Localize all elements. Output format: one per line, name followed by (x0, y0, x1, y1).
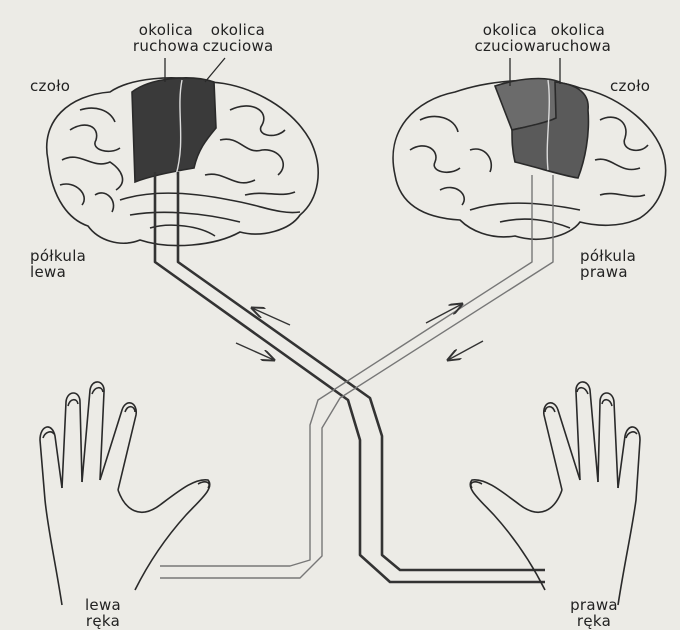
label-line: lewa (30, 264, 86, 280)
right-brain-hemisphere (393, 79, 666, 240)
label-right-hand: prawa ręka (566, 597, 622, 629)
label-line: półkula (580, 248, 636, 264)
label-front-right: czoło (610, 78, 650, 94)
label-line: czuciowa (198, 38, 278, 54)
left-brain-hemisphere (47, 78, 318, 246)
label-line: lewa (78, 597, 128, 613)
label-line: ruchowa (130, 38, 202, 54)
label-right-sensory-area: okolica czuciowa (470, 22, 550, 54)
label-line: ręka (566, 613, 622, 629)
label-right-motor-area: okolica ruchowa (540, 22, 616, 54)
label-line: okolica (130, 22, 202, 38)
label-line: półkula (30, 248, 86, 264)
label-line: okolica (540, 22, 616, 38)
label-left-motor-area: okolica ruchowa (130, 22, 202, 54)
label-line: czuciowa (470, 38, 550, 54)
label-left-sensory-area: okolica czuciowa (198, 22, 278, 54)
label-right-hemisphere: półkula prawa (580, 248, 636, 280)
arrow-icon (236, 304, 483, 360)
label-line: ręka (78, 613, 128, 629)
label-left-hand: lewa ręka (78, 597, 128, 629)
label-line: prawa (580, 264, 636, 280)
label-line: okolica (470, 22, 550, 38)
label-line: prawa (566, 597, 622, 613)
label-line: ruchowa (540, 38, 616, 54)
label-front-left: czoło (30, 78, 70, 94)
left-hand (40, 382, 210, 605)
label-line: okolica (198, 22, 278, 38)
label-left-hemisphere: półkula lewa (30, 248, 86, 280)
right-hand (470, 382, 640, 605)
